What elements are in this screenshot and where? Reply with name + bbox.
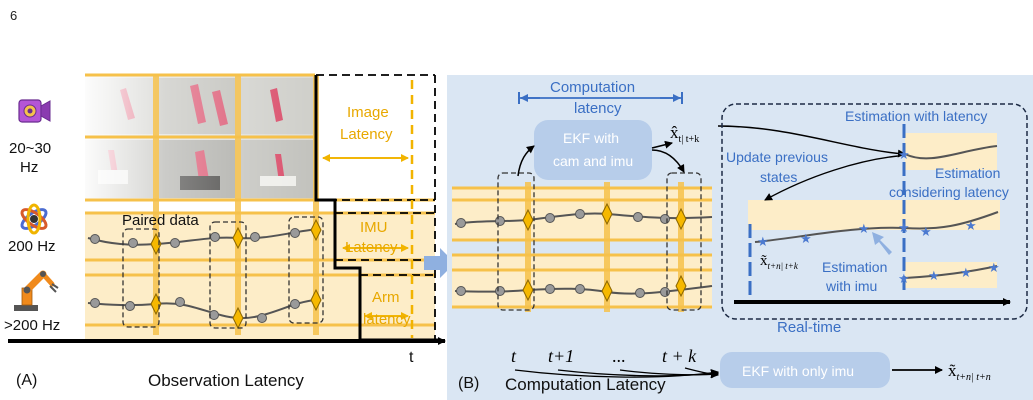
computation-latency-label-1: Computation bbox=[550, 79, 635, 96]
real-time-label: Real-time bbox=[777, 319, 841, 336]
ekf-cam-imu-line-2: cam and imu bbox=[553, 153, 633, 169]
arrow-out-ekf bbox=[651, 149, 685, 173]
svg-text:★: ★ bbox=[757, 234, 769, 249]
svg-text:★: ★ bbox=[800, 231, 812, 246]
inset-update-prev-1: Update previous bbox=[726, 149, 828, 165]
ekf-imu-box bbox=[720, 352, 890, 388]
sample-points bbox=[90, 228, 300, 323]
svg-text:★: ★ bbox=[965, 218, 977, 233]
inset-est-imu-1: Estimation bbox=[822, 259, 887, 275]
svg-text:★: ★ bbox=[960, 265, 972, 280]
panel-a-tag: (A) bbox=[16, 372, 37, 389]
image-latency-label-1: Image bbox=[347, 104, 389, 121]
timeline-b-band-2 bbox=[452, 255, 712, 307]
time-axis-a-label: t bbox=[409, 349, 414, 366]
panel-a: 20~30 Hz 200 Hz >200 Hz bbox=[4, 73, 446, 390]
latency-arrows bbox=[322, 154, 409, 320]
inset-est-consider-2: considering latency bbox=[889, 184, 1009, 200]
ekf-cam-imu-line-1: EKF with bbox=[563, 130, 619, 146]
camera-rate: 20~30 bbox=[9, 140, 51, 157]
svg-text:★: ★ bbox=[898, 271, 910, 286]
tick-t-plus-k: t + k bbox=[662, 346, 697, 366]
svg-text:★: ★ bbox=[928, 268, 940, 283]
panel-b-tag: (B) bbox=[458, 375, 479, 392]
imu-estimation-arrow bbox=[872, 232, 892, 255]
imu-latency-label-2: Latency bbox=[345, 239, 398, 256]
panel-b: Computation latency EKF with cam and imu… bbox=[447, 75, 1033, 400]
arrow-to-inset bbox=[717, 125, 906, 158]
inset-update-prev-2: states bbox=[760, 169, 797, 185]
image-latency-label-2: Latency bbox=[340, 126, 393, 143]
svg-text:★: ★ bbox=[988, 260, 1000, 275]
xtilde-inset-label: x̃t+n| t+k bbox=[760, 253, 799, 271]
svg-text:★: ★ bbox=[858, 221, 870, 236]
tick-t: t bbox=[511, 346, 517, 366]
paired-data-label: Paired data bbox=[122, 212, 199, 229]
ekf-imu-label: EKF with only imu bbox=[742, 363, 854, 379]
robot-arm-icon bbox=[14, 270, 59, 311]
imu-latency-label-1: IMU bbox=[360, 219, 388, 236]
paired-boxes bbox=[122, 216, 324, 329]
computation-latency-label-2: latency bbox=[574, 100, 622, 117]
arrow-into-ekf bbox=[517, 145, 535, 177]
page-number: 6 bbox=[10, 8, 17, 23]
imu-rate: 200 Hz bbox=[8, 238, 56, 255]
imu-icon bbox=[20, 203, 48, 235]
inset-est-latency: Estimation with latency bbox=[845, 108, 987, 124]
arm-latency-label-2: latency bbox=[363, 311, 411, 328]
tick-ellipsis: ... bbox=[612, 346, 626, 366]
ekf-cam-imu-box bbox=[534, 120, 652, 180]
svg-text:★: ★ bbox=[898, 147, 910, 162]
inset: ★ ★ ★ ★ ★ ★ ★ ★ ★ ★ ★ Estimation with latency U… bbox=[726, 108, 1011, 306]
inset-est-imu-2: with imu bbox=[825, 278, 877, 294]
arm-rate: >200 Hz bbox=[4, 317, 60, 334]
svg-text:★: ★ bbox=[920, 224, 932, 239]
output-label: x̃t+n| t+n bbox=[948, 361, 991, 383]
svg-text:★: ★ bbox=[898, 220, 910, 235]
arm-latency-label-1: Arm bbox=[372, 289, 400, 306]
inset-est-consider-1: Estimation bbox=[935, 165, 1000, 181]
tick-t-plus-1: t+1 bbox=[548, 346, 574, 366]
camera-rate-unit: Hz bbox=[20, 159, 38, 176]
inset-box bbox=[721, 103, 1028, 320]
xhat-label: x̂t| t+k bbox=[670, 123, 699, 145]
camera-icon bbox=[18, 99, 51, 123]
panel-b-caption: Computation Latency bbox=[505, 375, 666, 394]
panel-a-caption: Observation Latency bbox=[148, 371, 304, 390]
